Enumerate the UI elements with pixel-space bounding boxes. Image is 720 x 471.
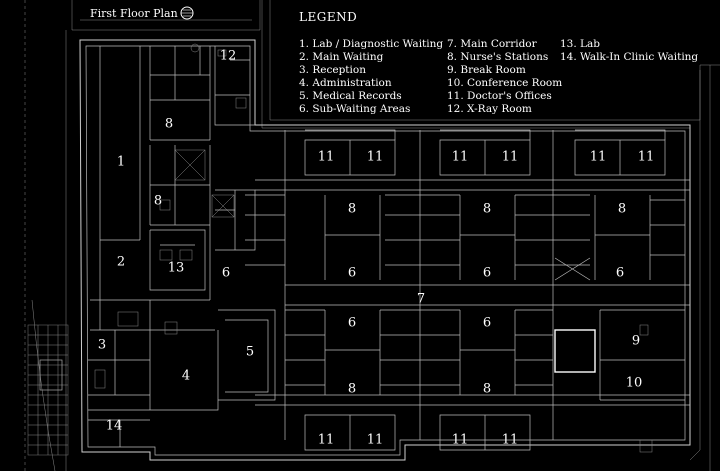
room-label-11-d: 11	[502, 150, 519, 165]
building-outline	[79, 39, 691, 461]
exam-rooms-upper	[245, 194, 685, 281]
legend-item-9: 9. Break Room	[447, 64, 526, 76]
room-label-8-c: 8	[348, 202, 356, 217]
entry-paving	[27, 324, 69, 456]
room-label-6-c: 6	[483, 266, 491, 281]
legend-item-11: 11. Doctor's Offices	[447, 90, 552, 102]
room-label-11-a: 11	[318, 150, 335, 165]
room-label-8-e: 8	[618, 202, 626, 217]
legend-heading: LEGEND	[299, 10, 357, 24]
room-label-1: 1	[117, 155, 125, 170]
legend-item-2: 2. Main Waiting	[299, 51, 384, 63]
room-label-11-f: 11	[638, 150, 655, 165]
room-label-6-e: 6	[348, 316, 356, 331]
legend-item-7: 7. Main Corridor	[447, 38, 538, 50]
room-label-11-j: 11	[502, 433, 519, 448]
legend-item-1: 1. Lab / Diagnostic Waiting	[299, 38, 443, 50]
room-label-6-f: 6	[483, 316, 491, 331]
legend-item-4: 4. Administration	[299, 77, 392, 89]
legend: LEGEND 1. Lab / Diagnostic Waiting 2. Ma…	[299, 10, 698, 115]
room-label-11-g: 11	[318, 433, 335, 448]
room-label-6-d: 6	[616, 266, 624, 281]
room-labels: 1 2 3 4 5 6 6 6 6 6 6 7 8 8 8 8 8 8 8 9 …	[98, 49, 654, 448]
legend-item-6: 6. Sub-Waiting Areas	[299, 103, 410, 115]
room-label-14: 14	[106, 419, 123, 434]
legend-item-14: 14. Walk-In Clinic Waiting	[560, 51, 698, 63]
legend-item-13: 13. Lab	[560, 38, 600, 50]
room-label-11-i: 11	[452, 433, 469, 448]
room-label-8-d: 8	[483, 202, 491, 217]
room-label-8-a: 8	[165, 117, 173, 132]
room-label-5: 5	[246, 345, 254, 360]
room-label-11-e: 11	[590, 150, 607, 165]
room-label-8-g: 8	[483, 382, 491, 397]
corridor-walls	[255, 130, 690, 440]
room-label-11-b: 11	[367, 150, 384, 165]
legend-item-12: 12. X-Ray Room	[447, 103, 532, 115]
north-arrow-icon	[180, 6, 194, 20]
room-label-11-h: 11	[367, 433, 384, 448]
room-label-10: 10	[626, 376, 643, 391]
legend-item-5: 5. Medical Records	[299, 90, 402, 102]
room-label-3: 3	[98, 338, 106, 353]
room-label-11-c: 11	[452, 150, 469, 165]
room-label-12: 12	[220, 49, 237, 64]
room-label-13: 13	[168, 261, 185, 276]
room-label-6-b: 6	[348, 266, 356, 281]
legend-item-3: 3. Reception	[299, 64, 366, 76]
xray-room-fixtures	[190, 43, 247, 109]
plan-title: First Floor Plan	[90, 7, 178, 20]
room-label-8-b: 8	[154, 194, 162, 209]
left-wing-walls	[88, 46, 276, 447]
room-label-6-a: 6	[222, 266, 230, 281]
office-row-top	[304, 129, 666, 176]
legend-item-10: 10. Conference Room	[447, 77, 562, 89]
room-label-9: 9	[632, 334, 640, 349]
room-label-7: 7	[417, 292, 425, 307]
site-boundary	[24, 0, 720, 471]
room-label-8-f: 8	[348, 382, 356, 397]
office-row-bottom	[304, 414, 531, 451]
legend-item-8: 8. Nurse's Stations	[447, 51, 548, 63]
exam-rooms-lower	[285, 309, 685, 401]
fixtures	[94, 149, 653, 453]
room-label-4: 4	[182, 369, 190, 384]
room-label-2: 2	[117, 255, 125, 270]
